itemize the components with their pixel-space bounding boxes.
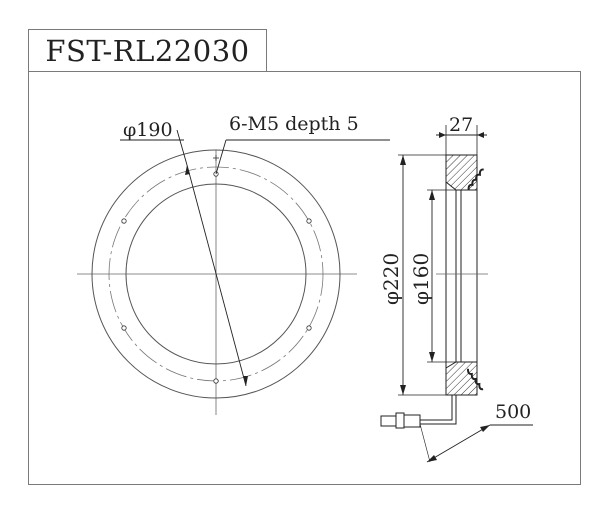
- bottom-led-coil: [467, 368, 484, 391]
- cable: [420, 395, 453, 421]
- arrow-head: [400, 155, 406, 165]
- mounting-hole: [121, 325, 127, 331]
- arrow-head: [480, 425, 490, 432]
- diameter-190-label: φ190: [123, 119, 173, 141]
- side-view: [380, 125, 533, 463]
- arrow-head: [400, 385, 406, 395]
- mounting-hole: [213, 378, 219, 384]
- connector: [380, 415, 397, 427]
- hole-spec-leader: [215, 139, 227, 175]
- inner-ring-circle: [125, 183, 307, 365]
- outer-ring-circle: [91, 149, 341, 399]
- arrow-head: [429, 190, 435, 200]
- hole-spec-label: 6-M5 depth 5: [229, 113, 359, 135]
- arrow-head: [439, 132, 446, 138]
- arrow-head: [243, 376, 248, 386]
- arrow-head: [477, 132, 484, 138]
- cable: [420, 395, 457, 425]
- part-number-title: FST-RL22030: [45, 33, 250, 68]
- top-section-hatch: [445, 154, 478, 191]
- connector: [395, 412, 405, 429]
- cable-length-dimension-line: [426, 424, 491, 463]
- connector: [403, 414, 421, 428]
- led-coil: [467, 368, 484, 391]
- title-box: FST-RL22030: [28, 29, 267, 72]
- thickness-27-label: 27: [449, 114, 473, 136]
- drawing-frame: [28, 71, 581, 485]
- arrow-head: [185, 165, 190, 175]
- diameter-190-leader: [176, 129, 188, 166]
- mounting-hole: [121, 218, 127, 224]
- diameter-190-dimension-line: [186, 164, 247, 387]
- diameter-160-label: φ160: [409, 253, 433, 305]
- cable-length-extension: [419, 423, 431, 463]
- diameter-220-label: φ220: [379, 253, 403, 305]
- top-led-coil: [467, 168, 484, 191]
- mounting-holes: [121, 171, 312, 384]
- arrow-head: [429, 352, 435, 362]
- front-view: [77, 129, 390, 415]
- mounting-hole: [306, 218, 312, 224]
- mounting-hole: [306, 325, 312, 331]
- bottom-section-hatch: [445, 361, 478, 396]
- cable-length-500-label: 500: [495, 401, 531, 423]
- led-coil: [467, 168, 484, 191]
